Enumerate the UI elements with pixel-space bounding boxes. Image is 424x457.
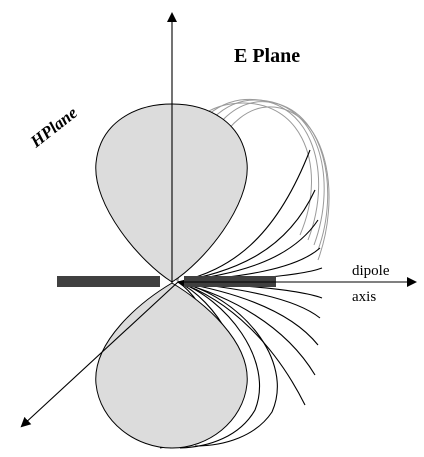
dipole-axis-label-line2: axis xyxy=(352,289,376,305)
lower-radiation-lobe xyxy=(95,282,248,449)
dipole-rod-left xyxy=(57,276,160,287)
h-plane-label: HPlane xyxy=(26,103,81,152)
lower-arc-3 xyxy=(177,281,261,449)
h-plane-axis-arrow xyxy=(20,281,179,428)
dipole-axis-label-line1: dipole xyxy=(352,263,390,279)
fan-line-lower-5 xyxy=(177,281,306,406)
e-plane-label: E Plane xyxy=(234,45,300,67)
lower-arc-4 xyxy=(177,281,278,447)
